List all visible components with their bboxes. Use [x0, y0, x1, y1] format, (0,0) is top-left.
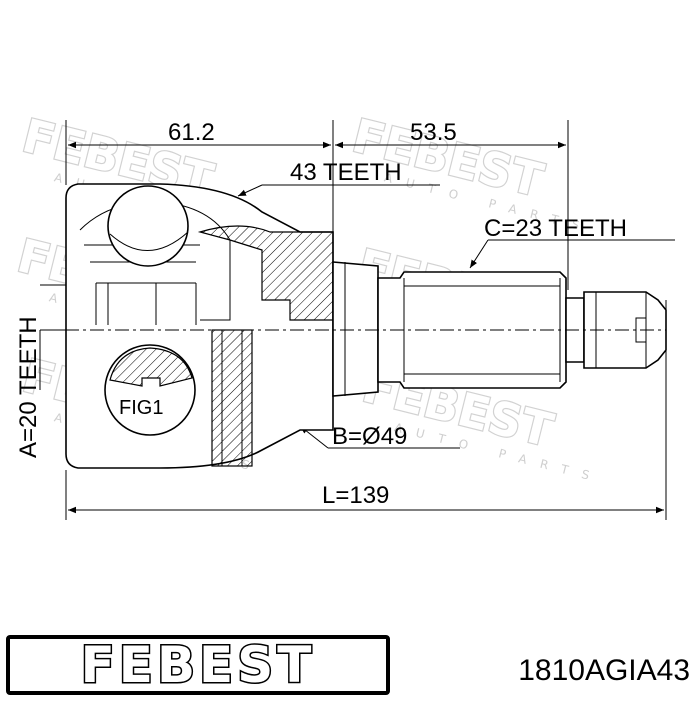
dim-61-2-label: 61.2 [168, 119, 215, 146]
dimension-lines [39, 120, 675, 520]
length-l-label: L=139 [322, 482, 389, 509]
fig1-label: FIG1 [119, 397, 163, 419]
cv-joint-body [40, 183, 667, 469]
spline-a-label: A=20 TEETH [15, 316, 42, 458]
febest-logo: FEBEST [6, 635, 390, 696]
spline-c-label: C=23 TEETH [484, 215, 627, 242]
svg-text:FEBEST: FEBEST [81, 636, 316, 694]
part-number: 1810AGIA43 [518, 654, 690, 687]
dimension-labels: 61.2 53.5 43 TEETH C=23 TEETH A=20 TEETH… [15, 119, 627, 509]
dim-53-5-label: 53.5 [410, 119, 457, 146]
diameter-b-label: B=Ø49 [332, 423, 407, 450]
outer-teeth-label: 43 TEETH [290, 159, 402, 186]
